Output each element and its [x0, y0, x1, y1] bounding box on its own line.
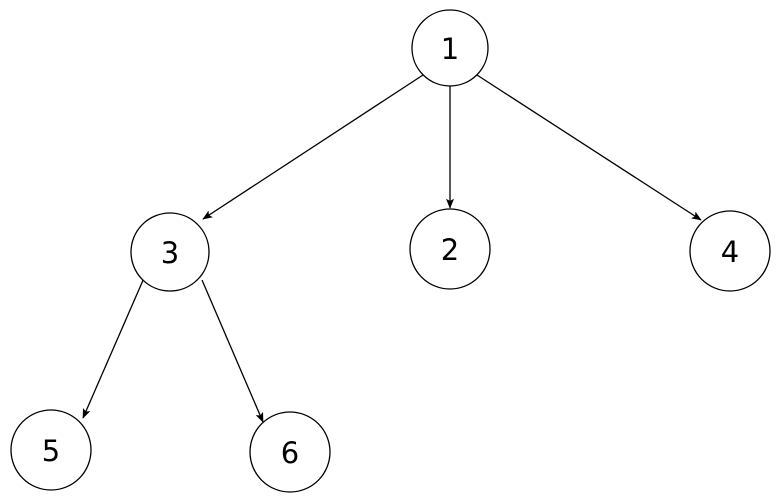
node-5-label: 5 — [42, 434, 60, 468]
node-1-label: 1 — [441, 32, 459, 66]
node-5[interactable]: 5 — [10, 409, 92, 491]
node-6-label: 6 — [281, 436, 299, 470]
node-6-circle[interactable] — [249, 411, 331, 493]
node-1-circle[interactable] — [411, 9, 489, 87]
node-3-label: 3 — [161, 236, 179, 270]
edge-1-to-3 — [202, 74, 424, 220]
node-4[interactable]: 4 — [689, 210, 771, 292]
node-3[interactable]: 3 — [130, 212, 210, 292]
edge-3-to-5 — [82, 277, 145, 419]
nodes-layer: 1 2 3 4 5 6 — [10, 9, 771, 493]
edges-layer — [82, 74, 702, 423]
node-6[interactable]: 6 — [249, 411, 331, 493]
node-5-circle[interactable] — [10, 409, 92, 491]
node-4-circle[interactable] — [689, 210, 771, 292]
edge-3-to-6 — [201, 279, 264, 423]
node-2-label: 2 — [441, 233, 459, 267]
node-4-label: 4 — [721, 235, 739, 269]
node-3-circle[interactable] — [130, 212, 210, 292]
node-2[interactable]: 2 — [409, 208, 491, 290]
node-1[interactable]: 1 — [411, 9, 489, 87]
edge-1-to-4 — [476, 74, 702, 221]
node-2-circle[interactable] — [409, 208, 491, 290]
